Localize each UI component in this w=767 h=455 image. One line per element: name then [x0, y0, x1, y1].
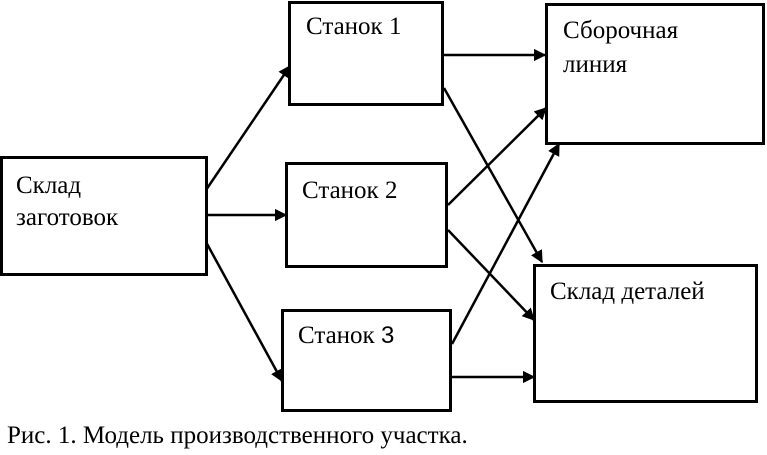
arrow-machine-1-to-warehouse-parts — [442, 87, 544, 264]
machine-1-label: Станок 1 — [306, 13, 402, 40]
machine-3-label-number: 3 — [380, 322, 395, 349]
machine-2-label: Станок 2 — [302, 177, 398, 204]
warehouse-blanks-label-line1: Склад — [16, 172, 82, 199]
warehouse-blanks-box: Склад заготовок — [0, 156, 208, 276]
machine-2-box: Станок 2 — [285, 162, 448, 268]
warehouse-parts-box: Склад деталей — [533, 264, 758, 403]
assembly-line-label-line2: линия — [563, 51, 628, 78]
arrow-warehouse-blanks-to-machine-1 — [204, 64, 292, 191]
arrow-warehouse-blanks-to-machine-3 — [204, 241, 284, 383]
warehouse-blanks-label-line2: заготовок — [16, 204, 119, 231]
assembly-line-label-line1: Сборочная — [563, 17, 679, 44]
arrow-machine-2-to-warehouse-parts — [447, 229, 535, 321]
arrow-machine-3-to-assembly-line — [450, 142, 561, 345]
assembly-line-box: Сборочная линия — [545, 3, 765, 145]
machine-3-box: Станок 3 — [281, 309, 452, 412]
machine-1-box: Станок 1 — [288, 1, 444, 106]
figure-caption: Рис. 1. Модель производственного участка… — [7, 422, 468, 449]
warehouse-parts-label: Склад деталей — [550, 278, 705, 305]
arrow-machine-2-to-assembly-line — [447, 107, 547, 206]
machine-3-label-prefix: Станок — [298, 322, 381, 349]
machine-3-label: Станок 3 — [298, 320, 394, 352]
